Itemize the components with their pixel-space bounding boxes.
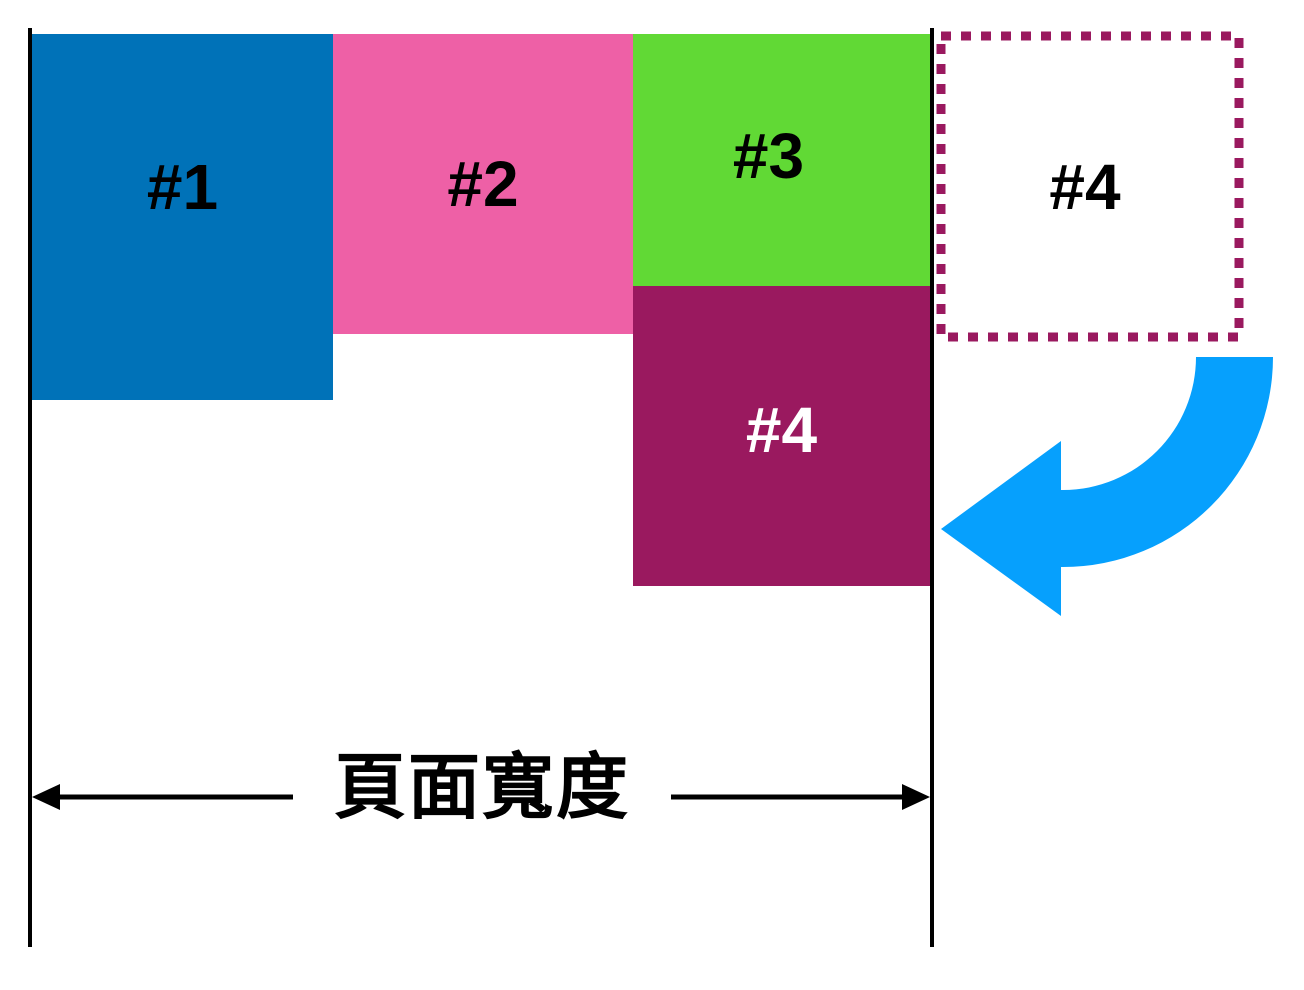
curved-arrow-left-icon xyxy=(941,357,1273,616)
float-box-2: #2 xyxy=(333,34,633,334)
float-box-4-label: #4 xyxy=(745,394,818,466)
float-box-2-label: #2 xyxy=(447,148,519,220)
float-box-1-label: #1 xyxy=(146,151,219,223)
page-right-boundary xyxy=(930,28,934,947)
double-headed-arrow-icon xyxy=(32,784,930,810)
ghost-box-4-label: #4 xyxy=(1049,150,1121,223)
float-box-3-label: #3 xyxy=(732,120,805,192)
float-box-1: #1 xyxy=(32,34,333,400)
ghost-box-4: #4 xyxy=(936,31,1244,342)
ghost-box-4-dotted-border xyxy=(936,31,1244,342)
page-width-label: 頁面寬度 xyxy=(333,744,630,829)
float-box-3: #3 xyxy=(633,34,930,286)
page-left-boundary xyxy=(28,28,32,947)
float-box-4: #4 xyxy=(633,286,930,586)
